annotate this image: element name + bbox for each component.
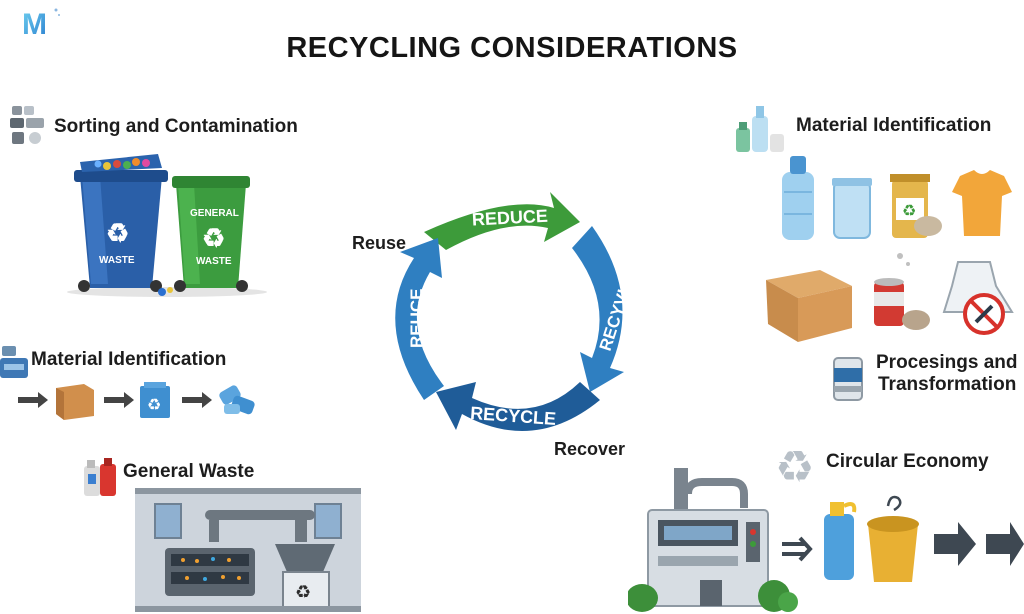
- cycle-label-reuse: Reuse: [352, 233, 407, 253]
- cycle-arrow-reduce: [424, 192, 580, 250]
- svg-text:♻: ♻: [775, 443, 814, 488]
- can-icon: [832, 354, 864, 402]
- materials-grid: ♻: [760, 152, 1022, 344]
- processing-label-2: Transformation: [878, 374, 1017, 395]
- material-identification-left-label: Material Identification: [31, 349, 227, 370]
- material-flow-left: ♻: [14, 378, 274, 422]
- processing-facility: ♻: [135, 488, 361, 612]
- sorting-label: Sorting and Contamination: [54, 116, 298, 137]
- circular-economy-label: Circular Economy: [826, 451, 989, 472]
- cleaning-bottles-icon: [80, 454, 120, 498]
- cycle-arrow-right: [572, 226, 624, 392]
- brand-logo: M: [18, 4, 62, 44]
- svg-text:♻: ♻: [106, 218, 129, 248]
- bottles-icon: [734, 104, 786, 154]
- cycle-label-recover: Recover: [554, 439, 626, 459]
- material-identification-right-label: Material Identification: [796, 115, 992, 136]
- general-waste-label: General Waste: [123, 461, 255, 482]
- scanner-icon: [0, 342, 30, 382]
- recycle-symbol-icon: ♻: [774, 442, 820, 492]
- cycle-arrow-recycle: [436, 382, 600, 432]
- cycle-arrow-left-text: REUCE: [407, 288, 426, 348]
- cycle-arrow-reduce-text: REDUCE: [471, 206, 548, 230]
- green-bin-text-2: WASTE: [196, 256, 232, 267]
- green-bin-text-1: GENERAL: [190, 208, 239, 219]
- sorting-icon: [8, 104, 48, 148]
- recycling-cycle: REDUCE RECYVLE RECYCLE REUCE: [384, 186, 642, 444]
- svg-text:♻: ♻: [202, 223, 225, 253]
- svg-text:♻: ♻: [147, 397, 161, 414]
- page-title: RECYCLING CONSIDERATIONS: [286, 32, 738, 64]
- cycle-arrow-left: [395, 238, 444, 400]
- logo-letter: M: [22, 8, 47, 41]
- svg-text:♻: ♻: [295, 582, 311, 602]
- blue-bin-text: WASTE: [99, 255, 135, 266]
- processing-label-1: Procesings and: [876, 352, 1018, 373]
- svg-text:♻: ♻: [902, 203, 916, 220]
- circular-economy-flow: [626, 462, 1024, 612]
- recycling-bins: ♻ WASTE GENERAL ♻ WASTE: [62, 150, 272, 298]
